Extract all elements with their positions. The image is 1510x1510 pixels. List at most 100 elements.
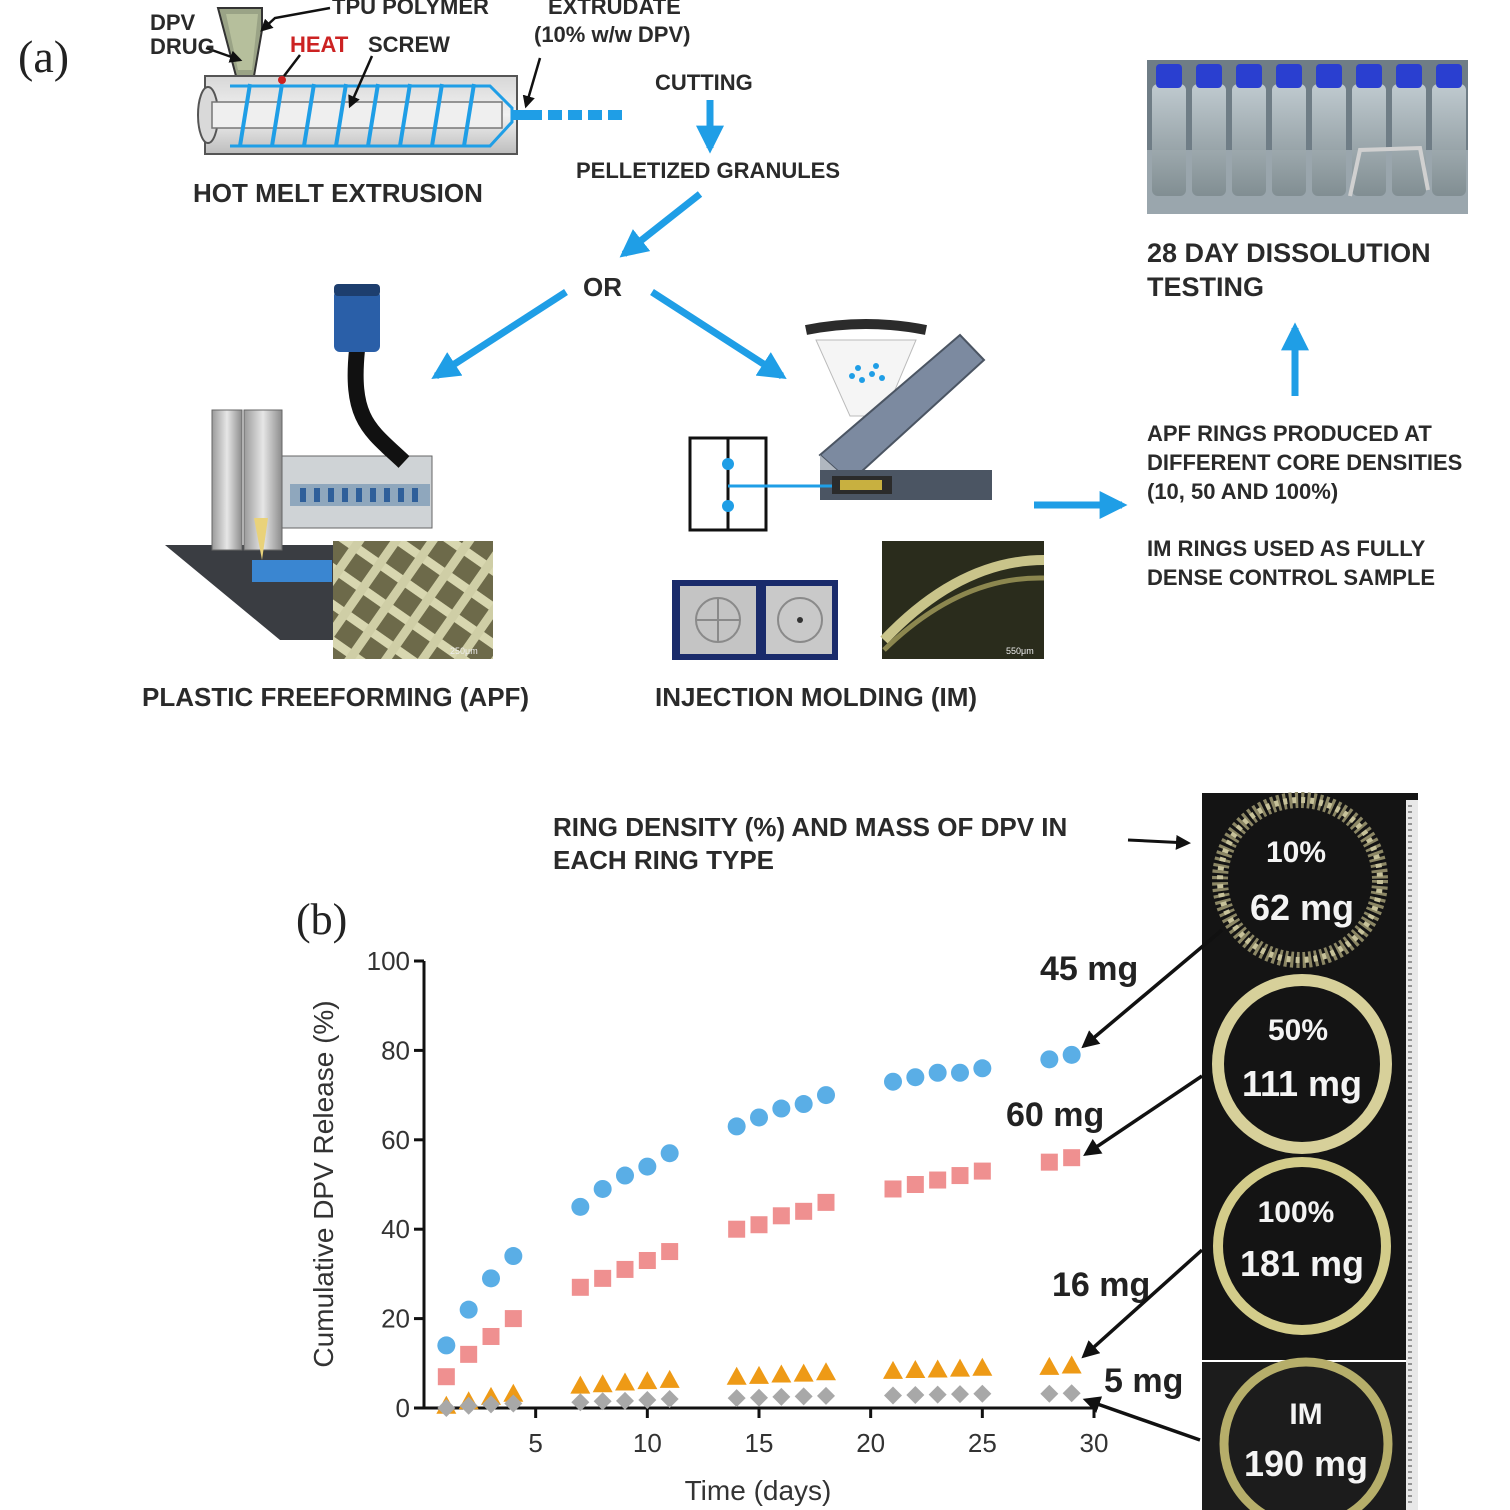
- data-point-series-3: [570, 1375, 591, 1394]
- data-point-series-3: [749, 1365, 769, 1384]
- data-point-series-3: [793, 1363, 814, 1382]
- y-tick-label: 100: [367, 946, 410, 976]
- mold-photo: [672, 580, 838, 660]
- heat-label: HEAT: [290, 32, 349, 57]
- data-point-series-1: [482, 1269, 500, 1288]
- data-point-series-1: [928, 1063, 947, 1082]
- apf-feed-tube: [347, 349, 410, 468]
- pellets-arrow: [619, 191, 703, 258]
- data-point-series-4: [817, 1386, 835, 1405]
- data-point-series-2: [616, 1260, 634, 1278]
- data-point-series-1: [1040, 1050, 1059, 1069]
- ring-photo-strip: 10% 62 mg 50% 111 mg 100% 181 mg IM 190 …: [1202, 792, 1418, 1510]
- ring-im-mass: 190 mg: [1244, 1443, 1368, 1484]
- y-tick-label: 80: [381, 1035, 410, 1065]
- data-point-series-2: [906, 1176, 924, 1193]
- x-tick-label: 15: [745, 1428, 774, 1458]
- y-tick-label: 60: [381, 1125, 410, 1155]
- data-point-series-4: [459, 1396, 478, 1415]
- data-point-series-2: [571, 1278, 589, 1296]
- or-arrow-left: [431, 289, 568, 380]
- ring-100-density: 100%: [1258, 1196, 1335, 1229]
- data-point-series-4: [437, 1399, 456, 1417]
- data-point-series-4: [638, 1390, 657, 1409]
- extrudate-strand: [512, 110, 542, 120]
- data-point-series-2: [973, 1162, 991, 1180]
- data-point-series-4: [772, 1387, 791, 1406]
- data-point-series-2: [951, 1167, 969, 1185]
- data-point-series-3: [816, 1362, 836, 1381]
- im-micrograph: [880, 541, 1045, 659]
- data-point-series-3: [615, 1372, 635, 1391]
- tpu-polymer-label: TPU POLYMER: [332, 0, 489, 19]
- im-scale-label: 550μm: [1006, 646, 1034, 656]
- data-point-series-1: [437, 1336, 456, 1355]
- data-point-series-3: [1061, 1355, 1082, 1374]
- data-point-series-4: [973, 1384, 992, 1403]
- extrudate-sub-label: (10% w/w DPV): [534, 22, 690, 47]
- data-point-series-2: [638, 1251, 656, 1269]
- data-point-series-2: [504, 1310, 522, 1328]
- data-point-series-1: [616, 1166, 634, 1185]
- y-axis-label: Cumulative DPV Release (%): [308, 1000, 339, 1367]
- data-point-series-4: [928, 1385, 947, 1404]
- screw-flights: [238, 83, 476, 147]
- print-head-column-1: [211, 409, 243, 551]
- data-point-series-1: [727, 1117, 746, 1136]
- data-point-series-4: [593, 1392, 612, 1411]
- apf-hopper: [334, 290, 380, 352]
- data-point-series-2: [817, 1193, 835, 1211]
- data-point-series-2: [750, 1216, 768, 1234]
- chart-marks: [436, 1045, 1082, 1417]
- ring-50: 50% 111 mg: [1212, 974, 1392, 1154]
- screw-shaft: [211, 101, 503, 129]
- apf-scale-label: 250μm: [450, 646, 478, 656]
- data-point-series-2: [1063, 1149, 1081, 1167]
- panel-b-label: (b): [296, 895, 347, 944]
- im-machine-illustration: [688, 319, 992, 532]
- extrudate-dashes: [548, 110, 622, 120]
- ring-im-density: IM: [1289, 1398, 1322, 1431]
- data-point-series-1: [951, 1063, 969, 1082]
- legend-caption-arrow: [1127, 834, 1191, 850]
- data-point-series-4: [1062, 1384, 1081, 1403]
- data-point-series-2: [728, 1220, 746, 1238]
- ring-im: IM 190 mg: [1219, 1357, 1393, 1510]
- data-point-series-3: [972, 1357, 993, 1376]
- hopper-granules: [226, 14, 258, 70]
- data-point-series-1: [638, 1157, 657, 1176]
- im-granules: [849, 363, 885, 383]
- screw-label: SCREW: [368, 32, 450, 57]
- data-point-series-4: [660, 1390, 679, 1409]
- apf-nozzle: [254, 518, 268, 560]
- data-point-series-2: [460, 1345, 478, 1363]
- data-point-series-3: [503, 1383, 524, 1402]
- data-point-series-4: [750, 1388, 768, 1407]
- data-point-series-4: [504, 1394, 523, 1413]
- data-point-series-1: [750, 1108, 768, 1127]
- apf-screw: [300, 488, 418, 502]
- data-point-series-2: [795, 1202, 813, 1220]
- extrudate-label: EXTRUDATE: [548, 0, 681, 19]
- x-axis-label: Time (days): [685, 1475, 832, 1506]
- data-point-series-4: [951, 1385, 969, 1404]
- end-label-50: 60 mg: [1006, 1096, 1104, 1134]
- cutting-label: CUTTING: [655, 70, 753, 95]
- x-tick-label: 10: [633, 1428, 662, 1458]
- data-point-series-1: [1062, 1045, 1081, 1064]
- data-point-series-4: [727, 1389, 746, 1408]
- data-point-series-2: [594, 1269, 612, 1287]
- end-label-10: 45 mg: [1040, 950, 1138, 988]
- x-tick-label: 5: [528, 1428, 542, 1458]
- ring-10-mass: 62 mg: [1250, 887, 1354, 928]
- end-label-arrows: [1081, 928, 1224, 1442]
- extruder-diagram: [197, 7, 622, 155]
